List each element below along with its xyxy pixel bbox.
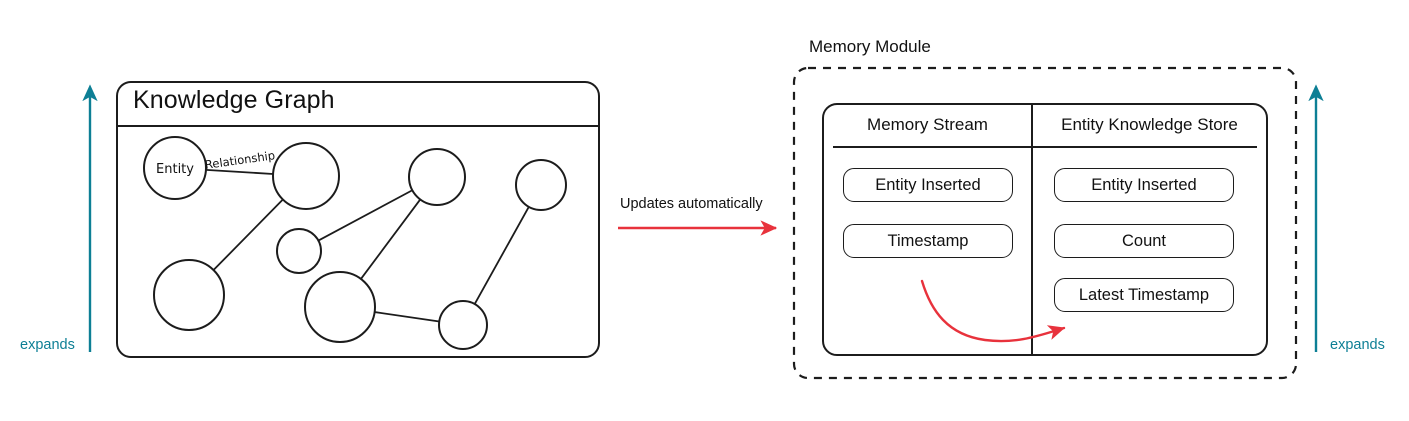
graph-node[interactable]: [272, 142, 340, 210]
graph-node[interactable]: [276, 228, 322, 274]
expands-label-right: expands: [1330, 337, 1385, 353]
updates-automatically-label: Updates automatically: [620, 196, 763, 212]
graph-node-label-entity: Entity: [156, 162, 194, 177]
memory-item-pill[interactable]: Latest Timestamp: [1054, 278, 1234, 312]
graph-node[interactable]: [515, 159, 567, 211]
graph-node[interactable]: [143, 136, 207, 200]
graph-edge: [317, 189, 414, 242]
memory-module-dashed-box: [792, 66, 1298, 380]
memory-sync-curved-arrow: [920, 279, 1066, 343]
page-title-knowledge-graph: Knowledge Graph: [133, 86, 335, 114]
memory-item-pill[interactable]: Count: [1054, 224, 1234, 258]
column-header-entity-knowledge-store: Entity Knowledge Store: [1061, 115, 1238, 134]
graph-edge: [473, 205, 530, 305]
memory-item-pill[interactable]: Timestamp: [843, 224, 1013, 258]
graph-node[interactable]: [438, 300, 488, 350]
graph-node[interactable]: [304, 271, 376, 343]
graph-edge: [212, 198, 284, 271]
page-title-memory-module: Memory Module: [809, 37, 931, 56]
column-header-memory-stream: Memory Stream: [867, 115, 988, 134]
graph-edge: [205, 168, 274, 175]
expands-label-left: expands: [20, 337, 75, 353]
memory-item-pill[interactable]: Entity Inserted: [1054, 168, 1234, 202]
graph-node[interactable]: [153, 259, 225, 331]
graph-node[interactable]: [408, 148, 466, 206]
memory-item-pill[interactable]: Entity Inserted: [843, 168, 1013, 202]
graph-edge: [373, 311, 441, 323]
annotation-layer: [82, 84, 1324, 352]
graph-edge: [360, 198, 422, 280]
